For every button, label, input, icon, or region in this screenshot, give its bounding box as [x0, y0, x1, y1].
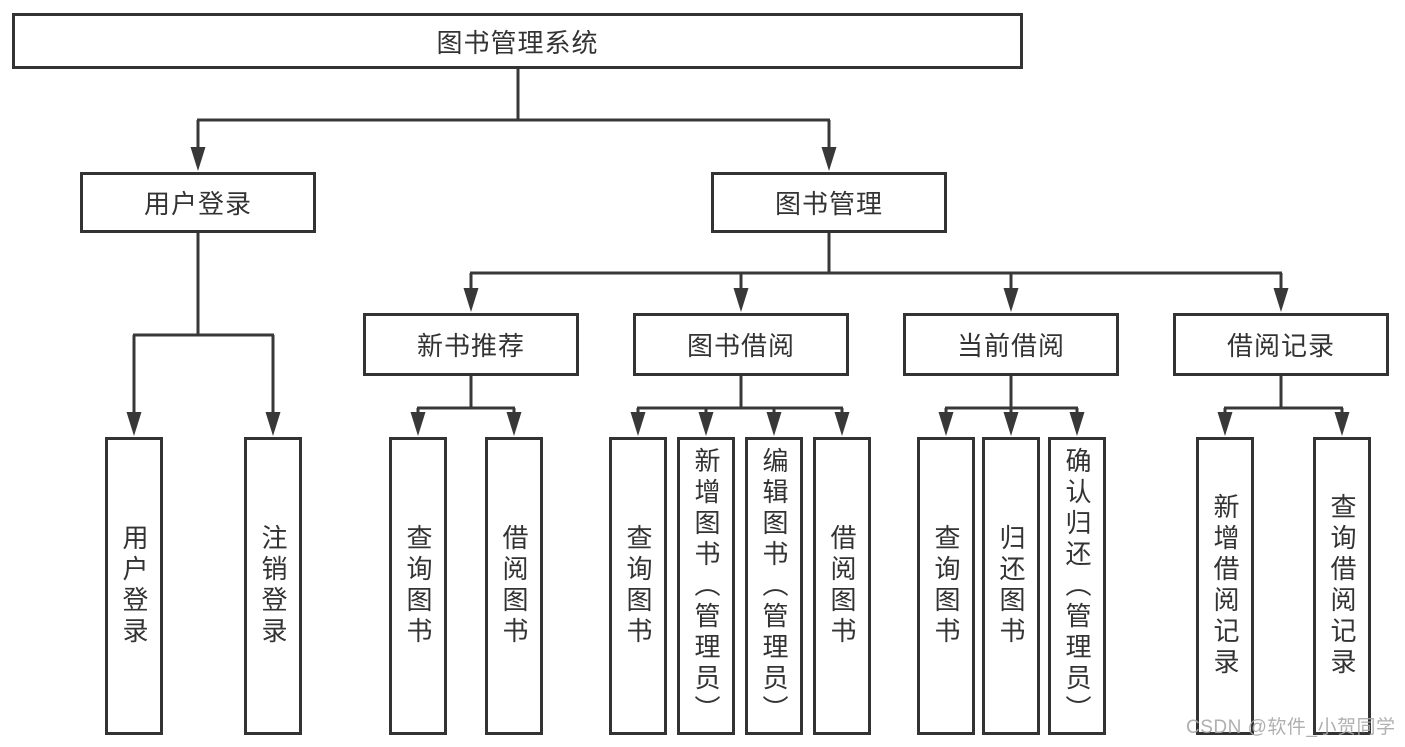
node-label: 归还图书 — [996, 524, 1026, 648]
node-current-borrowing: 当前借阅 — [903, 313, 1119, 376]
node-label: 图书管理 — [774, 189, 883, 219]
node-leaf-query-books-2: 查询图书 — [609, 437, 667, 735]
node-book-borrowing: 图书借阅 — [633, 313, 849, 376]
node-label: 编辑图书（管理员） — [759, 446, 789, 726]
node-new-book-recommend: 新书推荐 — [363, 313, 579, 376]
node-label: 查询图书 — [403, 524, 433, 648]
node-leaf-borrow-books-1: 借阅图书 — [485, 437, 543, 735]
node-root-system: 图书管理系统 — [12, 13, 1023, 69]
node-label: 新增图书（管理员） — [691, 446, 721, 726]
node-label: 新增借阅记录 — [1210, 493, 1240, 679]
node-label: 查询图书 — [623, 524, 653, 648]
connector-userlogin-to-leaves — [126, 233, 281, 436]
node-label: 用户登录 — [143, 189, 252, 219]
node-leaf-add-borrow-record: 新增借阅记录 — [1196, 437, 1254, 735]
node-root-label: 图书管理系统 — [436, 27, 599, 58]
node-borrowing-records: 借阅记录 — [1173, 313, 1389, 376]
node-label: 查询借阅记录 — [1327, 493, 1357, 679]
node-leaf-borrow-books-2: 借阅图书 — [813, 437, 871, 735]
node-label: 用户登录 — [119, 524, 149, 648]
node-leaf-user-login: 用户登录 — [105, 437, 163, 735]
node-leaf-logout: 注销登录 — [244, 437, 302, 735]
connector-root-to-level2 — [190, 68, 837, 171]
connector-bookborrow-to-leaves — [630, 376, 850, 436]
connector-bookmgmt-to-level3 — [463, 233, 1289, 312]
node-leaf-return-books: 归还图书 — [982, 437, 1040, 735]
node-label: 新书推荐 — [416, 331, 525, 361]
node-label: 注销登录 — [258, 524, 288, 648]
node-leaf-query-books-1: 查询图书 — [389, 437, 447, 735]
node-label: 借阅图书 — [499, 524, 529, 648]
node-user-login-branch: 用户登录 — [80, 172, 316, 233]
node-leaf-query-borrow-record: 查询借阅记录 — [1313, 437, 1371, 735]
node-leaf-edit-books-admin: 编辑图书（管理员） — [745, 437, 803, 735]
node-label: 当前借阅 — [956, 331, 1065, 361]
node-label: 确认归还（管理员） — [1062, 446, 1092, 726]
node-leaf-add-books-admin: 新增图书（管理员） — [677, 437, 735, 735]
connector-newbookrec-to-leaves — [410, 376, 522, 436]
connector-currentborrow-to-leaves — [938, 376, 1085, 436]
node-label: 图书借阅 — [686, 331, 795, 361]
node-label: 借阅图书 — [827, 524, 857, 648]
node-label: 查询图书 — [931, 524, 961, 648]
node-book-management-branch: 图书管理 — [711, 172, 947, 233]
csdn-watermark: CSDN @软件_小贺同学 — [1186, 717, 1396, 738]
node-leaf-query-books-3: 查询图书 — [917, 437, 975, 735]
node-leaf-confirm-return-admin: 确认归还（管理员） — [1048, 437, 1106, 735]
connector-borrowrecords-to-leaves — [1217, 376, 1350, 436]
node-label: 借阅记录 — [1226, 331, 1335, 361]
